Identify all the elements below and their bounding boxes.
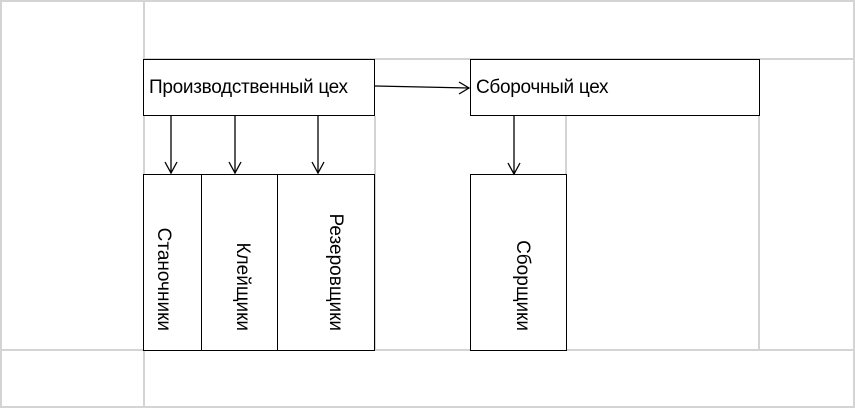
grid-line xyxy=(758,58,760,350)
arrow-production-to-assembly xyxy=(374,81,471,95)
production-workshop-box: Производственный цех xyxy=(143,59,375,116)
grid-line xyxy=(853,0,855,408)
grid-line xyxy=(0,0,855,2)
arrow-production-to-machinists xyxy=(164,116,178,175)
production-workshop-label: Производственный цех xyxy=(149,76,348,98)
grid-line xyxy=(0,406,855,408)
machinists-box: Станочники xyxy=(143,174,203,351)
carvers-box: Резеровщики xyxy=(277,174,375,351)
assembly-workshop-label: Сборочный цех xyxy=(476,76,609,98)
arrow-production-to-carvers xyxy=(311,116,325,175)
arrow-assembly-to-assemblers xyxy=(507,116,521,176)
assembly-workshop-box: Сборочный цех xyxy=(470,59,760,116)
assemblers-box: Сборщики xyxy=(470,174,567,351)
grid-line xyxy=(0,349,855,351)
grid-line xyxy=(374,116,376,350)
grid-line xyxy=(0,0,2,408)
arrow-production-to-gluers xyxy=(228,116,242,175)
